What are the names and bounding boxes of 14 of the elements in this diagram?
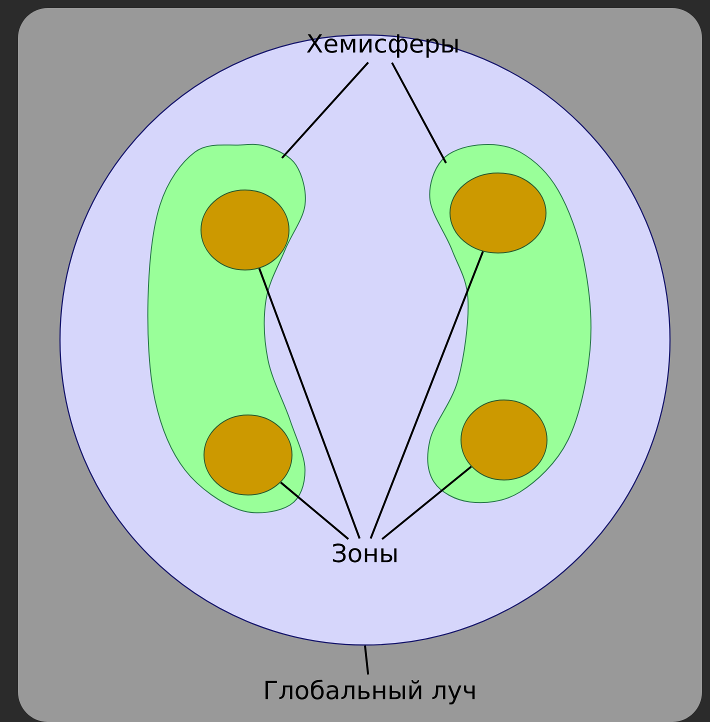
- leader-line: [391, 62, 447, 164]
- text-label: Хемисферы: [306, 34, 458, 58]
- zone-ellipse: [450, 172, 546, 254]
- leader-line: [258, 268, 361, 539]
- leader-line: [281, 62, 369, 159]
- leader-line: [370, 251, 484, 539]
- leader-line: [280, 482, 350, 540]
- leader-line: [381, 466, 472, 540]
- zone-ellipse: [204, 414, 292, 496]
- text-label: Зоны: [332, 544, 396, 562]
- leader-line: [364, 646, 370, 675]
- zone-ellipse: [200, 190, 290, 270]
- text-label: Глобальный луч: [266, 680, 475, 704]
- zone-ellipse: [460, 400, 548, 480]
